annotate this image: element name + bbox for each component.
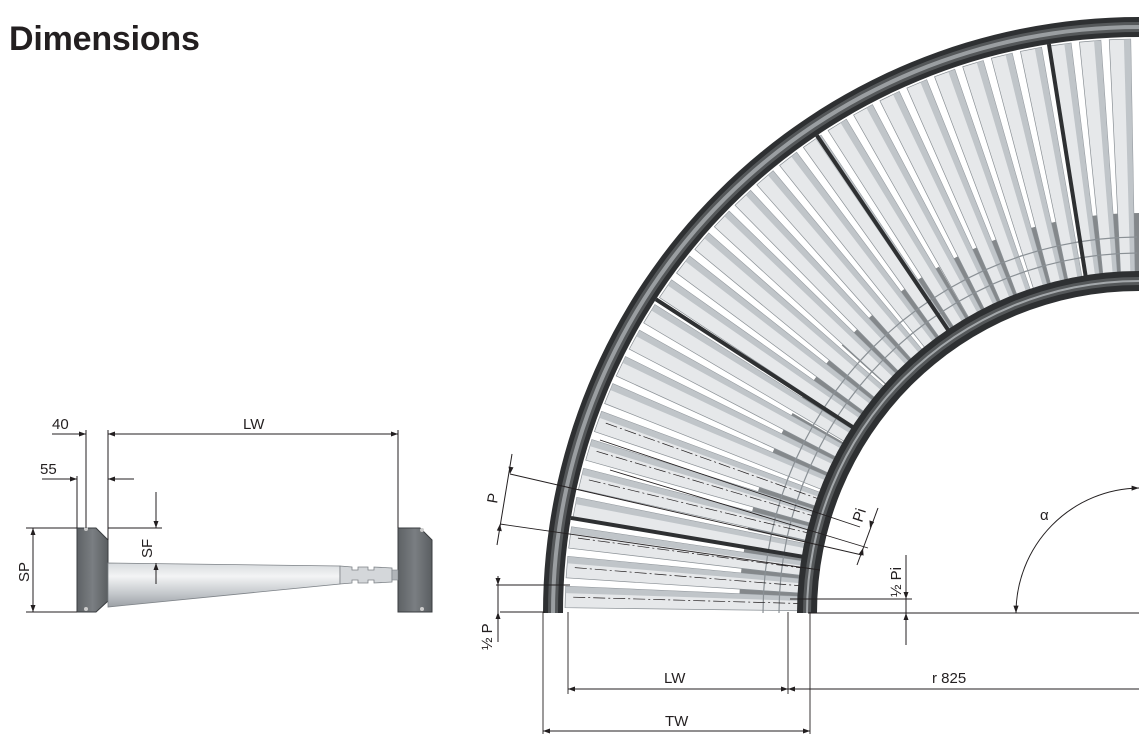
curve-dimensions: P Pi ½ Pi ½ P α LW <box>479 439 1139 734</box>
conveyor-rollers <box>564 38 1138 614</box>
alpha-arc <box>1015 487 1139 614</box>
page-title: Dimensions <box>9 20 200 58</box>
curve-view <box>543 17 1139 614</box>
dim-label-p: P <box>484 492 502 505</box>
cross-tie-bar <box>570 515 809 560</box>
dim-label-lw-side: LW <box>243 416 265 433</box>
dim-label-lw-curve: LW <box>664 670 686 687</box>
dim-label-half-pi: ½ Pi <box>888 567 905 597</box>
dim-label-sp: SP <box>16 562 33 582</box>
left-side-plate <box>76 527 109 613</box>
cross-tie-bar <box>654 297 860 433</box>
roller <box>1079 39 1119 278</box>
roller-centerline <box>577 537 803 569</box>
bolt-icon <box>84 607 88 611</box>
bolt-icon <box>420 528 424 532</box>
roller-centerline <box>588 479 809 534</box>
dim-label-half-p: ½ P <box>479 623 496 650</box>
roller-bearing-end <box>339 565 393 585</box>
dim-label-40: 40 <box>52 416 69 433</box>
tapered-roller <box>107 562 341 608</box>
dim-label-sf: SF <box>139 539 156 558</box>
inner-curve-frame <box>797 271 1139 613</box>
dim-label-55: 55 <box>40 461 57 478</box>
roller <box>658 279 865 429</box>
dim-label-pi: Pi <box>850 506 870 524</box>
side-view: 40 LW 55 SF SP <box>16 416 433 613</box>
cross-tie-bar <box>1046 43 1089 283</box>
dim-label-radius: r 825 <box>932 670 966 687</box>
pi-ext-line <box>599 439 861 528</box>
bolt-icon <box>84 527 88 531</box>
roller-centerline <box>573 596 800 604</box>
p-ext-line <box>509 473 863 556</box>
inner-frame-band <box>797 271 1139 613</box>
roller-centerline <box>596 450 814 517</box>
dim-label-alpha: α <box>1040 507 1049 524</box>
dim-label-tw: TW <box>665 713 689 730</box>
roller-centerline <box>605 422 819 500</box>
roller <box>1020 46 1083 283</box>
roller-centerline <box>574 567 801 587</box>
bolt-icon <box>420 607 424 611</box>
cross-tie-bar <box>815 134 954 337</box>
roller-axle <box>391 569 399 581</box>
roller <box>565 556 804 595</box>
right-side-plate <box>397 527 433 613</box>
dim-line-pi <box>856 507 879 566</box>
